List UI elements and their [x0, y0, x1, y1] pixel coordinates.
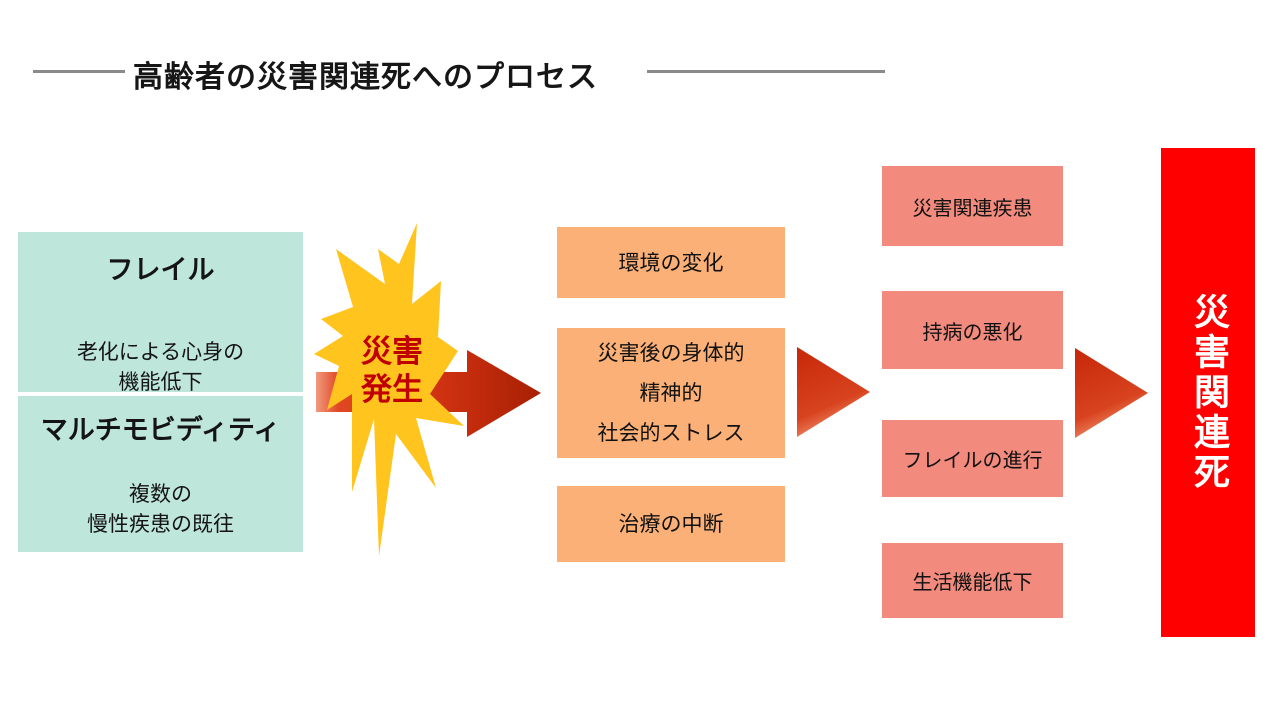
flow-triangle-2 — [1075, 348, 1148, 438]
disaster-related-death-label: 災害関連死 — [1188, 292, 1229, 493]
frailty-progression-box: フレイルの進行 — [882, 420, 1063, 497]
treatment-interruption-label: 治療の中断 — [618, 512, 724, 536]
frailty-body-line: 機能低下 — [118, 370, 203, 394]
stress-line: 災害後の身体的 — [597, 341, 745, 365]
functional-decline-box: 生活機能低下 — [882, 543, 1063, 618]
burst-label-line: 発生 — [361, 372, 423, 408]
functional-decline-label: 生活機能低下 — [912, 570, 1033, 594]
multimorbidity-body: 複数の 慢性疾患の既往 — [87, 479, 234, 539]
multimorbidity-body-line: 慢性疾患の既往 — [87, 512, 234, 536]
chronic-illness-worsening-label: 持病の悪化 — [922, 319, 1023, 344]
flow-triangle-1 — [797, 347, 870, 437]
disaster-burst-shape — [314, 223, 464, 556]
stress-box: 災害後の身体的 精神的 社会的ストレス — [557, 328, 785, 458]
multimorbidity-heading: マルチモビディティ — [40, 415, 281, 446]
disaster-related-death-bar: 災害関連死 — [1161, 148, 1255, 637]
page-title: 高齢者の災害関連死へのプロセス — [133, 60, 598, 95]
stress-line: 社会的ストレス — [597, 421, 745, 445]
title-rule-left — [33, 70, 125, 73]
treatment-interruption-box: 治療の中断 — [557, 486, 785, 562]
frailty-body-line: 老化による心身の — [76, 340, 245, 364]
frailty-progression-label: フレイルの進行 — [902, 448, 1043, 472]
title-rule-right — [647, 70, 885, 73]
disaster-related-disease-label: 災害関連疾患 — [912, 195, 1033, 220]
multimorbidity-body-line: 複数の — [129, 482, 192, 506]
frailty-body: 老化による心身の 機能低下 — [77, 337, 244, 397]
environment-change-box: 環境の変化 — [557, 227, 785, 298]
burst-label-line: 災害 — [361, 334, 423, 370]
disaster-related-disease-box: 災害関連疾患 — [882, 166, 1063, 246]
disaster-burst-label: 災害 発生 — [330, 333, 454, 409]
environment-change-label: 環境の変化 — [618, 250, 724, 275]
frailty-heading: フレイル — [106, 255, 215, 286]
stress-line: 精神的 — [639, 381, 703, 405]
chronic-illness-worsening-box: 持病の悪化 — [882, 291, 1063, 369]
multimorbidity-box: マルチモビディティ 複数の 慢性疾患の既往 — [18, 396, 303, 552]
frailty-box: フレイル 老化による心身の 機能低下 — [18, 232, 303, 394]
